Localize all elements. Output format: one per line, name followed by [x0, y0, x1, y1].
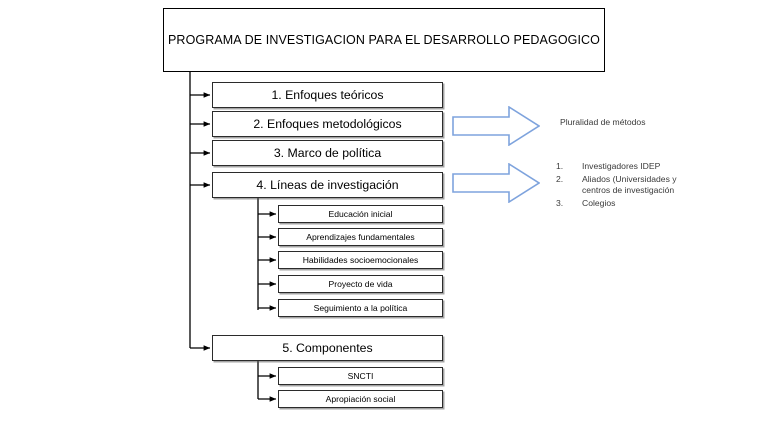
list-item: 2. Aliados (Universidades y centros de i… — [556, 174, 677, 197]
block-arrow-right-icon-actores — [452, 163, 540, 203]
sub-box-sncti[interactable]: SNCTI — [278, 367, 443, 385]
main-box-label: 5. Componentes — [282, 341, 373, 355]
sub-box-educacion-inicial[interactable]: Educación inicial — [278, 205, 443, 223]
list-item: 1. Investigadores IDEP — [556, 161, 677, 172]
sub-box-habilidades-socioemocionales[interactable]: Habilidades socioemocionales — [278, 251, 443, 269]
sub-box-label: SNCTI — [347, 371, 374, 381]
main-box-enfoques-metodologicos[interactable]: 2. Enfoques metodológicos — [212, 111, 443, 137]
sub-box-label: Educación inicial — [328, 209, 393, 219]
sub-box-label: Proyecto de vida — [328, 279, 393, 289]
list-item-text: Aliados (Universidades y centros de inve… — [582, 173, 677, 196]
main-box-label: 1. Enfoques teóricos — [271, 88, 384, 102]
annotation-pluralidad-metodos: Pluralidad de métodos — [560, 117, 646, 127]
main-box-label: 3. Marco de política — [273, 146, 382, 160]
sub-box-apropiacion-social[interactable]: Apropiación social — [278, 390, 443, 408]
sub-box-proyecto-de-vida[interactable]: Proyecto de vida — [278, 275, 443, 293]
main-box-marco-de-politica[interactable]: 3. Marco de política — [212, 140, 443, 166]
list-item-text: Colegios — [582, 198, 616, 209]
sub-box-label: Aprendizajes fundamentales — [306, 232, 415, 242]
annotation-actores-list: 1. Investigadores IDEP 2. Aliados (Unive… — [556, 161, 677, 211]
list-item-number: 3. — [556, 198, 564, 209]
sub-box-seguimiento-a-la-politica[interactable]: Seguimiento a la política — [278, 299, 443, 317]
sub-box-aprendizajes-fundamentales[interactable]: Aprendizajes fundamentales — [278, 228, 443, 246]
sub-box-label: Seguimiento a la política — [313, 303, 408, 313]
main-box-label: 2. Enfoques metodológicos — [253, 117, 402, 131]
list-item: 3. Colegios — [556, 198, 677, 209]
list-item-text: Investigadores IDEP — [582, 161, 661, 171]
block-arrow-right-icon-pluralidad — [452, 106, 540, 146]
main-box-enfoques-teoricos[interactable]: 1. Enfoques teóricos — [212, 82, 443, 108]
sub-box-label: Apropiación social — [325, 394, 396, 404]
main-box-componentes[interactable]: 5. Componentes — [212, 335, 443, 361]
list-item-number: 1. — [556, 161, 564, 171]
list-item-number: 2. — [556, 173, 564, 184]
main-box-label: 4. Líneas de investigación — [256, 178, 399, 192]
main-box-lineas-de-investigacion[interactable]: 4. Líneas de investigación — [212, 172, 443, 198]
program-title-box: PROGRAMA DE INVESTIGACION PARA EL DESARR… — [163, 8, 605, 72]
program-title-text: PROGRAMA DE INVESTIGACION PARA EL DESARR… — [168, 33, 600, 47]
sub-box-label: Habilidades socioemocionales — [302, 255, 419, 265]
